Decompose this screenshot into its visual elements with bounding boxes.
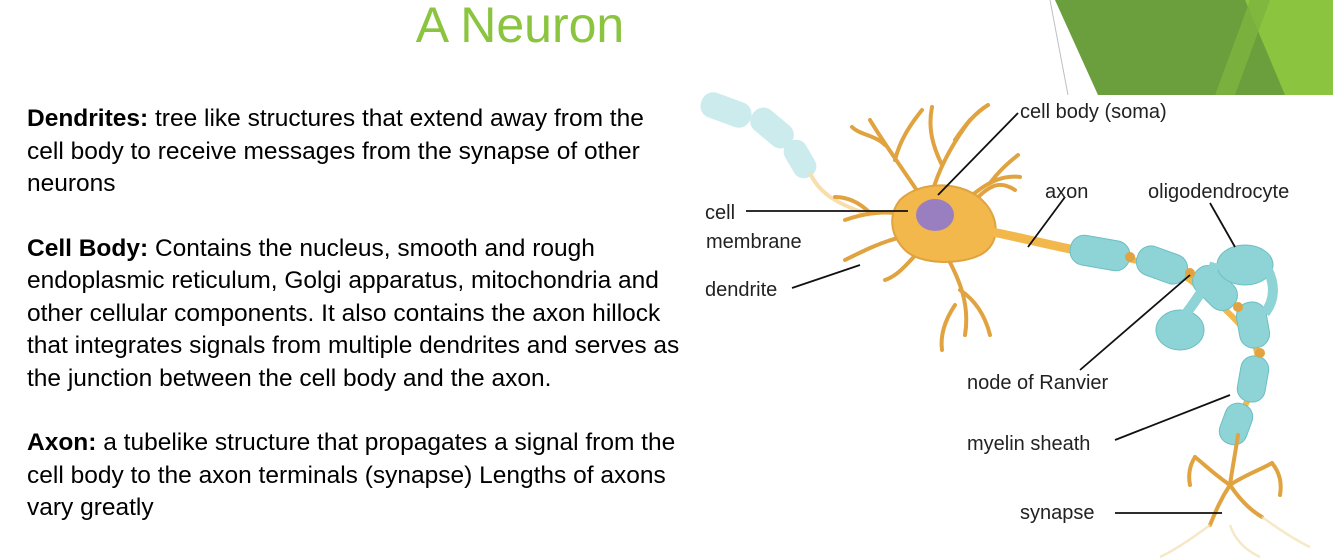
leader-lines <box>746 112 1236 514</box>
axon-fiber <box>981 225 1076 255</box>
label-oligodendrocyte: oligodendrocyte <box>1148 181 1289 203</box>
axon-text: a tubelike structure that propagates a s… <box>27 429 676 521</box>
dendrites-text: tree like structures that extend away fr… <box>27 105 644 197</box>
label-axon: axon <box>1045 181 1088 203</box>
nucleus <box>916 199 954 231</box>
oligodendrocyte-cell <box>1216 244 1274 286</box>
label-myelin-sheath: myelin sheath <box>967 433 1090 455</box>
axon-term: Axon: <box>27 429 97 456</box>
myelin-segments <box>1069 234 1278 446</box>
label-dendrite: dendrite <box>705 279 777 301</box>
dendrites-paragraph: Dendrites: tree like structures that ext… <box>27 103 687 201</box>
upstream-axon <box>700 92 871 217</box>
dendrites-term: Dendrites: <box>27 105 149 132</box>
slide-title: A Neuron <box>415 0 625 53</box>
cell-body-text: Contains the nucleus, smooth and rough e… <box>27 234 680 392</box>
label-cell-membrane-2: membrane <box>706 231 802 253</box>
label-cell-membrane-1: cell <box>705 202 735 224</box>
downstream-dendrites <box>1159 515 1311 559</box>
cell-body-paragraph: Cell Body: Contains the nucleus, smooth … <box>27 233 687 396</box>
axon-paragraph: Axon: a tubelike structure that propagat… <box>27 427 687 525</box>
neuron-diagram: cell body (soma) axon oligodendrocyte ce… <box>700 92 1311 559</box>
cell-body-term: Cell Body: <box>27 234 149 262</box>
label-synapse: synapse <box>1020 502 1095 524</box>
label-node-of-ranvier: node of Ranvier <box>967 372 1109 394</box>
label-cell-body: cell body (soma) <box>1020 101 1167 123</box>
axon-terminals <box>1187 433 1283 527</box>
definitions: Dendrites: tree like structures that ext… <box>27 103 687 557</box>
